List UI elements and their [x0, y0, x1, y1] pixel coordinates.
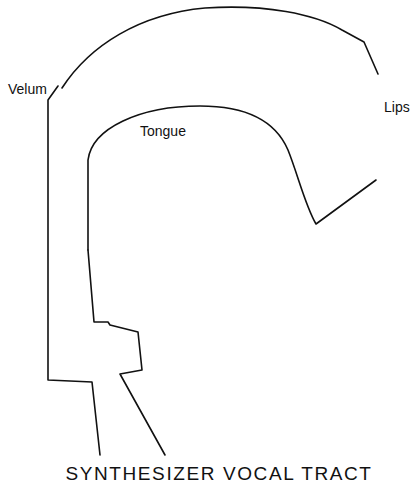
tongue-line: [88, 106, 376, 250]
pharynx-wall: [48, 86, 100, 455]
velum-label: Velum: [8, 82, 47, 97]
tongue-root: [88, 250, 165, 455]
palate-line: [62, 7, 378, 88]
figure-caption: SYNTHESIZER VOCAL TRACT: [65, 464, 372, 485]
tongue-label: Tongue: [140, 124, 186, 139]
lips-label: Lips: [384, 100, 410, 115]
